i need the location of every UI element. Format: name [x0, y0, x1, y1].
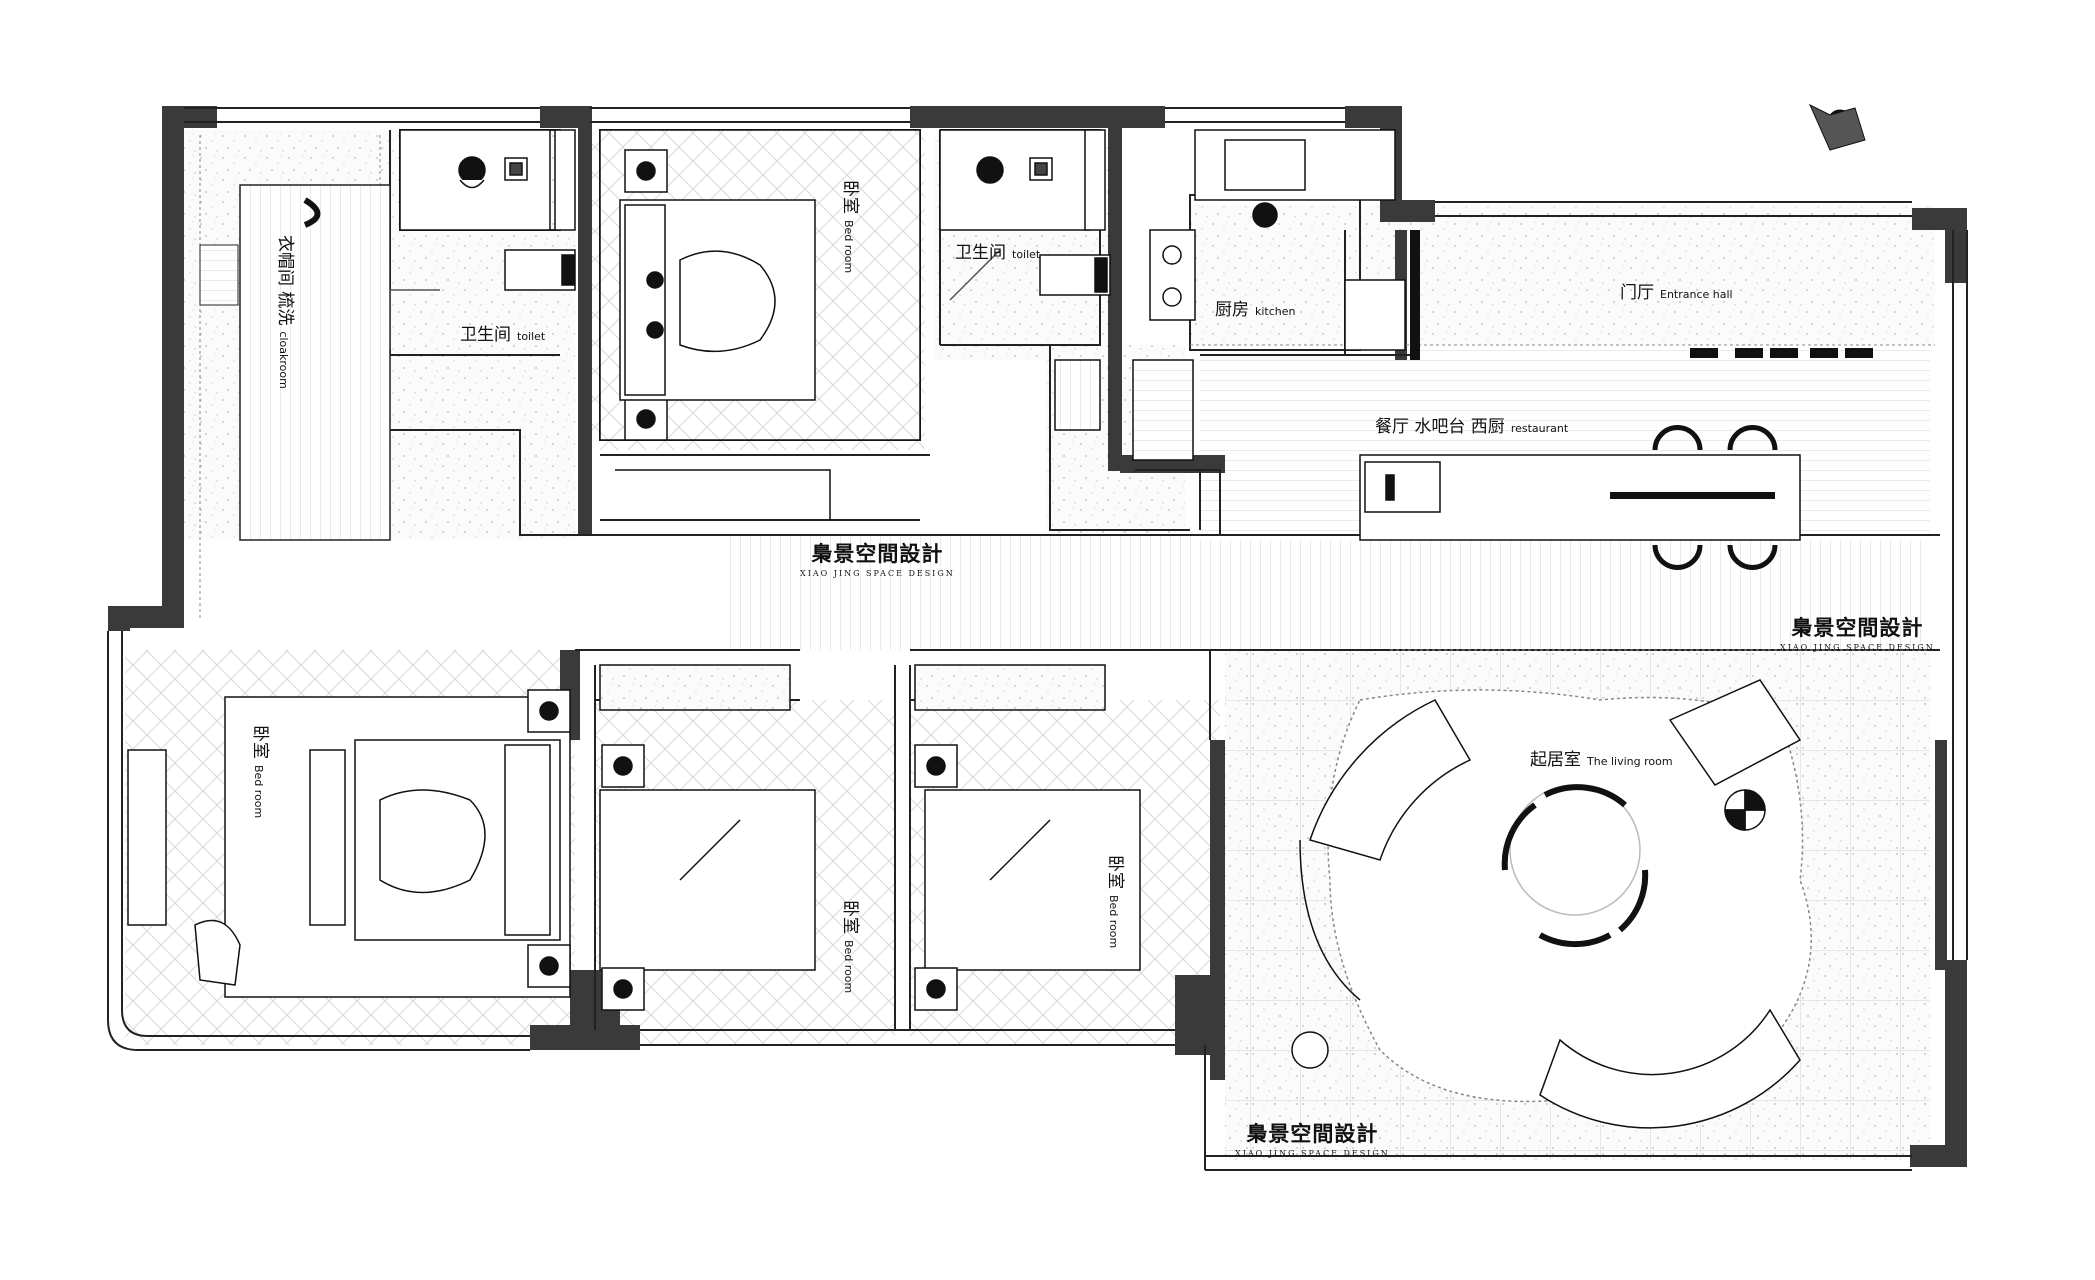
bedroom-right-furniture — [914, 664, 1141, 1011]
cloakroom-closet — [199, 184, 391, 541]
room-en: Bed room — [252, 765, 265, 819]
room-label-bedroom-mid: 卧室 Bed room — [840, 900, 865, 993]
room-label-cloakroom: 衣帽间 梳洗 cloakroom — [275, 235, 300, 389]
logo-name: 梟景空間設計 — [1246, 1121, 1379, 1146]
logo-name: 梟景空間設計 — [1791, 615, 1924, 640]
bedroom-top-furniture — [599, 129, 921, 520]
logo-sub: XIAO JING SPACE DESIGN — [800, 569, 955, 578]
room-en: kitchen — [1255, 305, 1296, 318]
logo-sub: XIAO JING SPACE DESIGN — [1780, 643, 1935, 652]
room-en: Entrance hall — [1660, 288, 1733, 301]
room-cn: 卫生间 — [460, 325, 511, 345]
room-cn: 餐厅 水吧台 西厨 — [1375, 417, 1505, 437]
logo-name: 梟景空間設計 — [811, 541, 944, 566]
room-cn: 卧室 — [840, 900, 860, 934]
kitchen-fixtures — [1132, 129, 1406, 461]
room-en: toilet — [517, 330, 546, 343]
bedroom-left-furniture — [127, 689, 571, 998]
toilet-left-fixtures — [389, 129, 576, 350]
room-cn: 卧室 — [840, 180, 860, 214]
room-label-toilet-mid: 卫生间 toilet — [955, 238, 1040, 263]
room-cn: 卫生间 — [955, 243, 1006, 263]
room-en: cloakroom — [277, 331, 290, 389]
room-en: toilet — [1012, 248, 1041, 261]
room-label-kitchen: 厨房 kitchen — [1215, 295, 1296, 320]
room-en: restaurant — [1510, 422, 1569, 435]
room-cn: 门厅 — [1620, 283, 1654, 303]
bedroom-mid-furniture — [599, 664, 816, 1011]
room-label-bedroom-left: 卧室 Bed room — [250, 725, 275, 818]
room-cn: 起居室 — [1530, 750, 1581, 770]
entrance-shoe-bench — [1410, 230, 1873, 360]
room-en: Bed room — [842, 940, 855, 994]
room-cn: 厨房 — [1215, 300, 1249, 320]
walls — [108, 106, 1967, 1167]
room-label-dining: 餐厅 水吧台 西厨 restaurant — [1375, 412, 1568, 437]
room-label-living: 起居室 The living room — [1530, 745, 1673, 770]
logo-watermark: 梟景空間設計 XIAO JING SPACE DESIGN — [1780, 612, 1935, 652]
room-cn: 卧室 — [250, 725, 270, 759]
room-label-bedroom-right: 卧室 Bed room — [1105, 855, 1130, 948]
room-en: The living room — [1587, 755, 1673, 768]
toilet-mid-fixtures — [939, 129, 1111, 431]
logo-watermark: 梟景空間設計 XIAO JING SPACE DESIGN — [800, 538, 955, 578]
room-cn: 衣帽间 梳洗 — [275, 235, 295, 326]
room-en: Bed room — [1107, 895, 1120, 949]
logo-watermark: 梟景空間設計 XIAO JING SPACE DESIGN — [1235, 1118, 1390, 1158]
logo-sub: XIAO JING SPACE DESIGN — [1235, 1149, 1390, 1158]
room-label-bedroom-top: 卧室 Bed room — [840, 180, 865, 273]
room-label-toilet-left: 卫生间 toilet — [460, 320, 545, 345]
dining-island — [1359, 425, 1801, 570]
room-cn: 卧室 — [1105, 855, 1125, 889]
living-room-furniture — [1291, 679, 1812, 1129]
room-en: Bed room — [842, 220, 855, 274]
person-icon — [1808, 103, 1866, 151]
room-label-entrance: 门厅 Entrance hall — [1620, 278, 1733, 303]
